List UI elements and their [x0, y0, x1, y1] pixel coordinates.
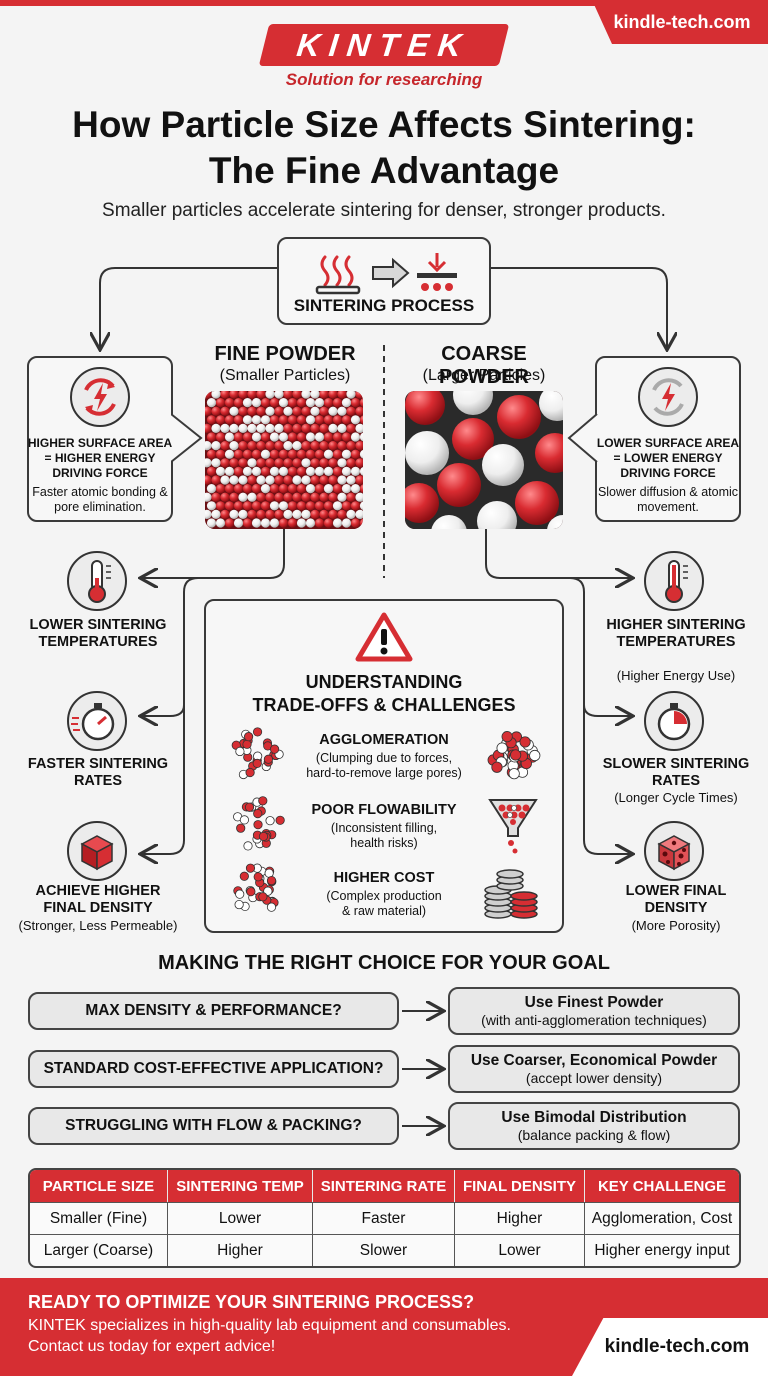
coin-stacks-icon [484, 869, 538, 919]
goal-question-3-text: STRUGGLING WITH FLOW & PACKING? [65, 1117, 362, 1134]
tradeoff-2-title: POOR FLOWABILITY [311, 802, 457, 818]
tradeoff-2-desc-line-2: health risks) [350, 836, 418, 850]
table-cell: Lower [455, 1234, 585, 1266]
coarse-effect-3-sub: (More Porosity) [631, 918, 721, 933]
coarse-effect-1-sub: (Higher Energy Use) [616, 668, 736, 683]
dense-cube-icon [67, 821, 127, 881]
low-thermometer-icon [67, 551, 127, 611]
loose-particles-icon [231, 727, 284, 780]
tradeoffs-heading-line-1: UNDERSTANDING [305, 672, 463, 692]
coarse-powder-heading: COARSE POWDER [439, 343, 529, 388]
sintering-process-card [277, 237, 491, 325]
goal-answer-1[interactable]: Use Finest Powder (with anti-agglomerati… [448, 987, 740, 1035]
goal-answer-1-sub: (with anti-agglomeration techniques) [481, 1012, 707, 1028]
goal-answer-2-sub: (accept lower density) [525, 1070, 663, 1086]
page-subtitle: Smaller particles accelerate sintering f… [102, 200, 666, 221]
coarse-side-description: Slower diffusion & atomic movement. [597, 485, 739, 514]
fine-effect-3-sub: (Stronger, Less Permeable) [18, 918, 178, 933]
goal-answer-1-title: Use Finest Powder [524, 994, 664, 1011]
goal-answer-3-sub: (balance packing & flow) [517, 1127, 671, 1143]
footer-line-1: KINTEK specializes in high-quality lab e… [28, 1317, 511, 1334]
fine-side-description: Faster atomic bonding & pore elimination… [32, 485, 168, 514]
table-cell: Higher [168, 1234, 313, 1266]
table-cell: Smaller (Fine) [30, 1202, 168, 1234]
high-energy-icon [70, 367, 130, 427]
coarse-effect-3-title: LOWER FINAL DENSITY [625, 883, 727, 916]
funnel-icon [488, 799, 538, 854]
tradeoff-1-desc-line-1: (Clumping due to forces, [315, 751, 453, 765]
connector-lines [0, 267, 768, 960]
table-cell: Higher [455, 1202, 585, 1234]
table-header-cell: SINTERING RATE [313, 1170, 455, 1202]
table-cell: Faster [313, 1202, 455, 1234]
footer-heading: READY TO OPTIMIZE YOUR SINTERING PROCESS… [28, 1292, 475, 1312]
heat-to-press-icon [315, 253, 457, 295]
warning-icon [355, 612, 413, 662]
table-cell: Larger (Coarse) [30, 1234, 168, 1266]
goal-answer-2-title: Use Coarser, Economical Powder [470, 1052, 718, 1069]
goal-answer-3-title: Use Bimodal Distribution [501, 1109, 687, 1126]
coarse-effect-1-title: HIGHER SINTERING TEMPERATURES [606, 617, 746, 650]
table-cell: Lower [168, 1202, 313, 1234]
coarse-powder-particles [405, 391, 563, 529]
table-header-cell: PARTICLE SIZE [30, 1170, 168, 1202]
tradeoff-2-desc-line-1: (Inconsistent filling, [330, 821, 438, 835]
choice-arrows [402, 998, 450, 1138]
goal-answer-2[interactable]: Use Coarser, Economical Powder (accept l… [448, 1045, 740, 1093]
coarse-effect-2-sub: (Longer Cycle Times) [614, 790, 738, 805]
goal-question-2[interactable]: STANDARD COST-EFFECTIVE APPLICATION? [28, 1050, 399, 1088]
fine-effect-1-title: LOWER SINTERING TEMPERATURES [29, 617, 167, 650]
tradeoffs-heading-line-2: TRADE-OFFS & CHALLENGES [252, 695, 516, 715]
table-row: Smaller (Fine) Lower Faster Higher Agglo… [30, 1202, 739, 1234]
fine-effect-2-title: FASTER SINTERING RATES [27, 756, 169, 789]
agglomerated-cluster-icon [487, 731, 541, 780]
tradeoff-1-title: AGGLOMERATION [319, 732, 449, 748]
tradeoff-3-desc-line-2: & raw material) [341, 904, 427, 918]
fine-side-title: HIGHER SURFACE AREA = HIGHER ENERGY DRIV… [27, 436, 173, 480]
footer-url-tab [572, 1318, 768, 1376]
fine-powder-heading: FINE POWDER [214, 343, 356, 365]
high-thermometer-icon [644, 551, 704, 611]
fine-card-pointer [171, 413, 203, 463]
table-header-cell: SINTERING TEMP [168, 1170, 313, 1202]
slow-timer-icon [644, 691, 704, 751]
page-title-line-2: The Fine Advantage [208, 150, 560, 191]
table-header-cell: FINAL DENSITY [455, 1170, 585, 1202]
goal-answer-3[interactable]: Use Bimodal Distribution (balance packin… [448, 1102, 740, 1150]
fast-stopwatch-icon [67, 691, 127, 751]
table-header-cell: KEY CHALLENGE [585, 1170, 739, 1202]
sintering-process-label: SINTERING PROCESS [293, 296, 475, 315]
low-energy-icon [638, 367, 698, 427]
tradeoff-1-desc-line-2: hard-to-remove large pores) [306, 766, 462, 780]
top-accent-strip [0, 0, 768, 6]
coarse-card-pointer [567, 413, 599, 463]
coarse-powder-subheading: (Larger Particles) [422, 367, 546, 384]
fine-effect-3-title: ACHIEVE HIGHER FINAL DENSITY [35, 883, 161, 916]
porous-cube-icon [644, 821, 704, 881]
coarse-effect-2-title: SLOWER SINTERING RATES [602, 756, 750, 789]
table-row: Larger (Coarse) Higher Slower Lower High… [30, 1234, 739, 1266]
raw-particles-icon [233, 863, 279, 912]
fine-powder-particles [205, 391, 363, 529]
scattered-particles-icon [233, 796, 285, 851]
goal-question-1[interactable]: MAX DENSITY & PERFORMANCE? [28, 992, 399, 1030]
choice-heading: MAKING THE RIGHT CHOICE FOR YOUR GOAL [158, 952, 610, 974]
table-cell: Higher energy input [585, 1234, 739, 1266]
page-title-line-1: How Particle Size Affects Sintering: [72, 104, 696, 145]
table-cell: Slower [313, 1234, 455, 1266]
coarse-side-title: LOWER SURFACE AREA = LOWER ENERGY DRIVIN… [596, 436, 740, 480]
summary-table: PARTICLE SIZE SINTERING TEMP SINTERING R… [28, 1168, 741, 1268]
table-header-row: PARTICLE SIZE SINTERING TEMP SINTERING R… [30, 1170, 739, 1202]
tradeoff-3-desc-line-1: (Complex production [326, 889, 442, 903]
goal-question-1-text: MAX DENSITY & PERFORMANCE? [85, 1002, 342, 1019]
footer-url-link[interactable]: kindle-tech.com [604, 1336, 750, 1357]
header-url[interactable]: kindle-tech.com [592, 0, 768, 44]
table-cell: Agglomeration, Cost [585, 1202, 739, 1234]
tradeoff-3-title: HIGHER COST [333, 870, 435, 886]
fine-powder-subheading: (Smaller Particles) [219, 367, 351, 384]
tagline: Solution for researching [285, 70, 483, 89]
goal-question-3[interactable]: STRUGGLING WITH FLOW & PACKING? [28, 1107, 399, 1145]
goal-question-2-text: STANDARD COST-EFFECTIVE APPLICATION? [43, 1060, 384, 1077]
footer-line-2: Contact us today for expert advice! [28, 1338, 276, 1355]
